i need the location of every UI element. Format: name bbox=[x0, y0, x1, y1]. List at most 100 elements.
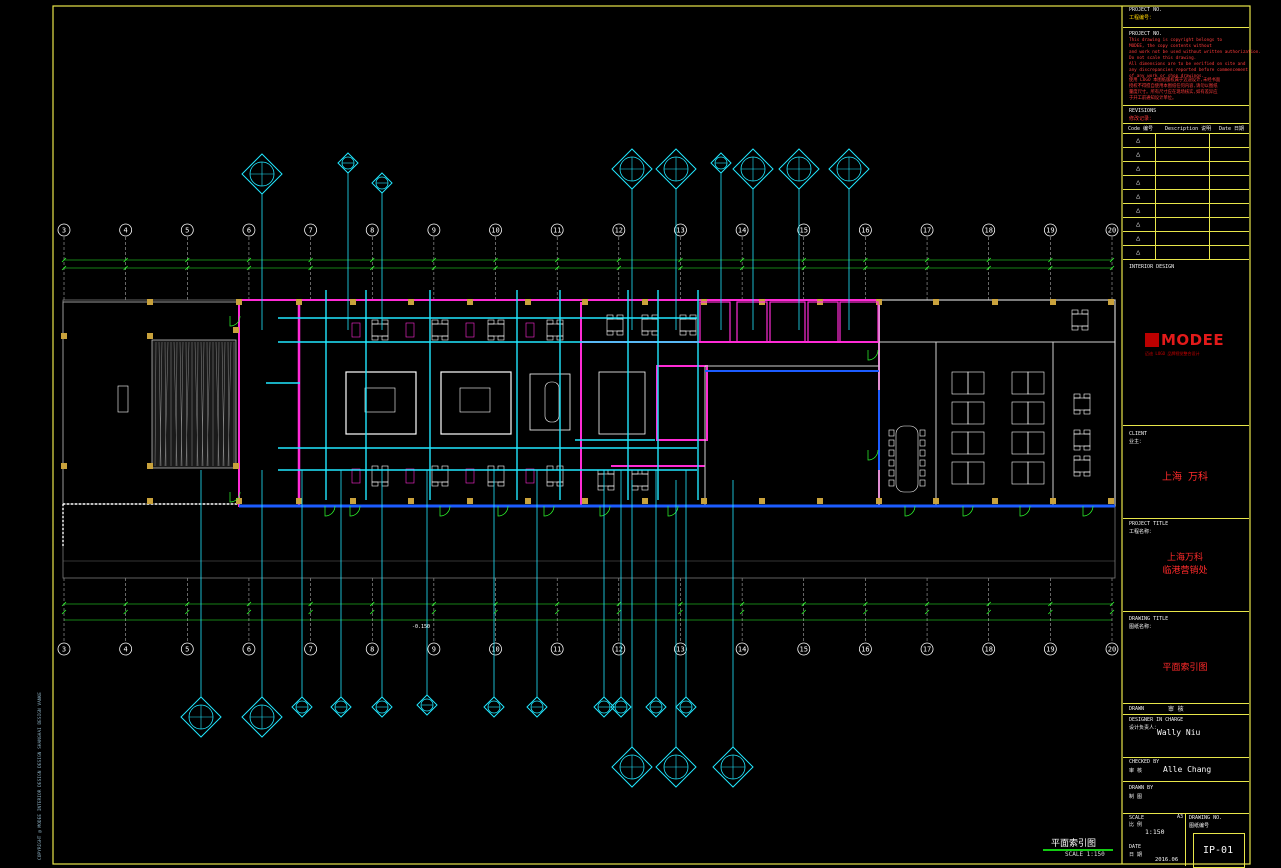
modee-logo: MODEE 迈迪 LOGO 品牌视觉整合设计 bbox=[1145, 331, 1245, 359]
grid-bubble-13 bbox=[674, 223, 687, 237]
revision-triangle-icon: △ bbox=[1136, 178, 1141, 186]
grid-label-16: 16 bbox=[861, 646, 869, 654]
grid-bubble-18 bbox=[982, 223, 996, 237]
revision-row: △ bbox=[1123, 189, 1249, 204]
grid-label-20: 20 bbox=[1108, 227, 1116, 235]
grid-label-20: 20 bbox=[1108, 646, 1116, 654]
drawn-by-cn: 制 图 bbox=[1129, 794, 1143, 800]
grid-label-3: 3 bbox=[62, 646, 66, 654]
index-callout-icon bbox=[655, 148, 697, 330]
elevation-value: -0.150 bbox=[412, 624, 431, 630]
grid-label-7: 7 bbox=[308, 227, 312, 235]
elevation-mark: -0.150 bbox=[412, 624, 430, 630]
grid-label-4: 4 bbox=[124, 646, 128, 654]
grid-bubble-11 bbox=[550, 223, 564, 237]
grid-bubble-13 bbox=[674, 642, 687, 656]
grid-bubble-12 bbox=[612, 642, 626, 656]
size-label: A3 bbox=[1177, 814, 1184, 820]
index-callout-icon bbox=[291, 470, 313, 718]
drawn-by-label: DRAWN BY bbox=[1129, 785, 1154, 791]
drawing-no-label: DRAWING NO. bbox=[1189, 815, 1223, 821]
grid-bubble-4 bbox=[119, 642, 133, 656]
checked-cn: 审 核 bbox=[1129, 768, 1143, 774]
rev-col-desc: Description 说明 bbox=[1165, 126, 1212, 132]
grid-bubble-5 bbox=[180, 223, 194, 237]
revision-row: △ bbox=[1123, 161, 1249, 176]
grid-label-18: 18 bbox=[984, 227, 992, 235]
grid-bubble-14 bbox=[735, 642, 749, 656]
revision-row: △ bbox=[1123, 203, 1249, 218]
grid-label-10: 10 bbox=[491, 227, 499, 235]
project-title-cn: 工程名称： bbox=[1129, 529, 1155, 535]
revision-row: △ bbox=[1123, 245, 1249, 260]
index-callout-icon bbox=[483, 470, 505, 718]
grid-bubble-15 bbox=[797, 223, 811, 237]
drawing-caption: 平面索引图 SCALE 1:150 bbox=[1043, 836, 1113, 858]
revision-row: △ bbox=[1123, 217, 1249, 232]
grid-bubble-9 bbox=[427, 642, 441, 656]
revision-row: △ bbox=[1123, 133, 1249, 148]
grid-bubble-15 bbox=[797, 642, 811, 656]
grid-bubble-3 bbox=[57, 223, 71, 237]
building-outline bbox=[61, 290, 1116, 579]
index-callout-icon bbox=[180, 470, 222, 738]
drawn-value: 审 核 bbox=[1168, 706, 1184, 713]
date-label: DATE bbox=[1129, 844, 1142, 850]
drawing-title: 平面索引图 bbox=[1162, 663, 1208, 673]
grid-label-7: 7 bbox=[308, 646, 312, 654]
grid-bubble-6 bbox=[242, 642, 256, 656]
project-no-cn: 工程编号： bbox=[1129, 15, 1155, 21]
grid-label-11: 11 bbox=[553, 227, 561, 235]
grid-label-6: 6 bbox=[247, 646, 251, 654]
grid-label-19: 19 bbox=[1046, 227, 1054, 235]
grid-label-6: 6 bbox=[247, 227, 251, 235]
index-callout-icon bbox=[337, 152, 359, 330]
revision-table: Code 编号 Description 说明 Date 日期 △△△△△△△△△ bbox=[1123, 123, 1249, 260]
rev-col-date: Date 日期 bbox=[1219, 126, 1245, 132]
drawing-caption-scale: SCALE 1:150 bbox=[1065, 851, 1105, 858]
project-title-label: PROJECT TITLE bbox=[1129, 521, 1169, 527]
notes-text: This drawing is copyright belongs to MOD… bbox=[1129, 38, 1261, 79]
grid-bubble-20 bbox=[1105, 642, 1119, 656]
index-callouts bbox=[180, 148, 870, 788]
index-callout-icon bbox=[732, 148, 774, 330]
grid-label-15: 15 bbox=[800, 227, 808, 235]
index-callout-icon bbox=[241, 470, 283, 738]
index-callout-icon bbox=[371, 470, 393, 718]
grid-label-4: 4 bbox=[124, 227, 128, 235]
grid-bubble-19 bbox=[1043, 223, 1057, 237]
notes-label: PROJECT NO. bbox=[1129, 31, 1163, 37]
grid-axes: 3344556677889910101111121213131414151516… bbox=[57, 223, 1119, 656]
notes-text-cn: 使用 LOGO 本图纸版权属于迈迪设计,未经书面 授权不得擅自使用本图纸任何内容… bbox=[1129, 78, 1221, 101]
grid-label-12: 12 bbox=[615, 227, 623, 235]
grid-bubble-3 bbox=[57, 642, 71, 656]
grid-bubble-5 bbox=[180, 642, 194, 656]
grid-bubble-12 bbox=[612, 223, 626, 237]
scale-value: 1:150 bbox=[1145, 828, 1165, 836]
revisions-cn: 修改记录： bbox=[1129, 116, 1155, 122]
index-callout-icon bbox=[712, 480, 754, 788]
grid-label-5: 5 bbox=[185, 227, 189, 235]
revision-triangle-icon: △ bbox=[1136, 248, 1141, 256]
index-callout-icon bbox=[526, 470, 548, 718]
grid-bubble-9 bbox=[427, 223, 441, 237]
grid-label-8: 8 bbox=[370, 227, 374, 235]
title-block: PROJECT NO. 工程编号： PROJECT NO. This drawi… bbox=[1123, 0, 1261, 868]
index-callout-icon bbox=[645, 470, 667, 718]
scale-cn: 比 例 bbox=[1129, 822, 1143, 828]
project-name-line1: 上海万科 bbox=[1166, 553, 1203, 563]
index-callout-icon bbox=[241, 153, 283, 330]
grid-label-17: 17 bbox=[923, 646, 931, 654]
logo-text: MODEE bbox=[1161, 331, 1225, 349]
designer-cn: 设计负责人： bbox=[1129, 725, 1160, 731]
revision-row: △ bbox=[1123, 231, 1249, 246]
revision-row: △ bbox=[1123, 175, 1249, 190]
drawn-label: DRAWN bbox=[1129, 706, 1145, 712]
index-callout-icon bbox=[611, 148, 653, 330]
logo-mark-icon bbox=[1145, 333, 1159, 347]
grid-label-3: 3 bbox=[62, 227, 66, 235]
grid-label-17: 17 bbox=[923, 227, 931, 235]
grid-label-14: 14 bbox=[738, 227, 746, 235]
grid-label-12: 12 bbox=[615, 646, 623, 654]
